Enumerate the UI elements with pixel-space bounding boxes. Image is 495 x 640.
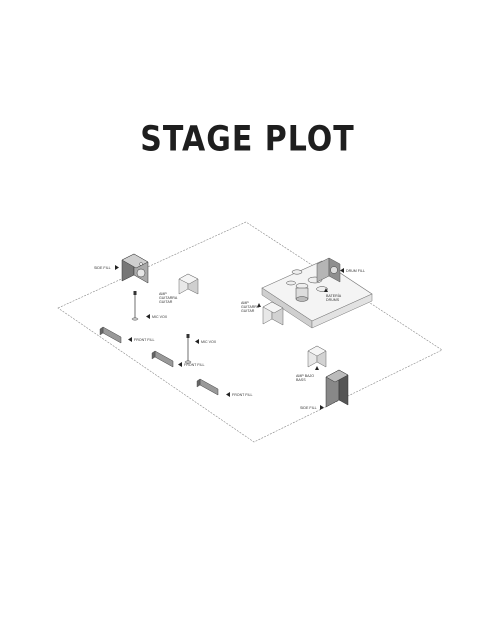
label-mic-vox-left: MIC VOX [152, 315, 168, 319]
side-fill-left-speaker [121, 253, 149, 284]
arrow-amp-bass [315, 366, 319, 370]
arrow-front-fill-2 [178, 362, 182, 367]
label-front-fill-1: FRONT FILL [134, 338, 155, 342]
label-amp-guitar-left: AMP GUITARRA GUITAR [159, 292, 178, 304]
amp-bass [307, 345, 327, 368]
label-side-fill-left: SIDE FILL [94, 266, 111, 270]
label-amp-guitar-center: AMP GUITARRA GUITAR [241, 301, 260, 313]
amp-guitar-center [262, 301, 284, 326]
label-front-fill-3: FRONT FILL [232, 393, 253, 397]
arrow-mic-vox-center [195, 339, 199, 344]
arrow-side-fill-right [320, 405, 324, 410]
arrow-drums [324, 288, 328, 292]
mic-stand-center [184, 334, 192, 364]
page-title: STAGE PLOT [140, 119, 355, 160]
stage-floor [57, 221, 443, 443]
front-fill-wedge-3 [196, 378, 219, 396]
amp-guitar-left [178, 273, 199, 295]
label-mic-vox-center: MIC VOX [201, 340, 217, 344]
arrow-amp-guitar-center [257, 303, 261, 307]
drum-riser [261, 260, 373, 329]
label-drum-fill: DRUM FILL [346, 269, 365, 273]
arrow-side-fill-left [115, 265, 119, 270]
arrow-mic-vox-left [146, 314, 150, 319]
label-front-fill-2: FRONT FILL [184, 363, 205, 367]
arrow-front-fill-3 [226, 392, 230, 397]
drum-fill-monitor [316, 257, 341, 283]
front-fill-wedge-2 [151, 350, 174, 368]
arrow-front-fill-1 [128, 337, 132, 342]
label-amp-bass: AMP BAJO BASS [296, 374, 315, 382]
label-side-fill-right: SIDE FILL [300, 406, 317, 410]
front-fill-wedge-1 [99, 326, 122, 344]
mic-stand-left [131, 291, 139, 321]
label-drums: BATERÍA DRUMS [326, 294, 342, 302]
arrow-drum-fill [340, 268, 344, 273]
side-fill-right-speaker [325, 369, 349, 408]
